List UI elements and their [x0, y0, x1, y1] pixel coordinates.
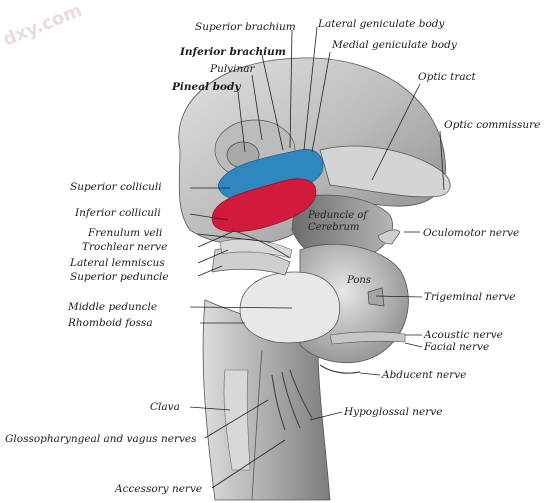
label-superior-brachium: Superior brachium — [195, 21, 296, 33]
label-pineal-body: Pineal body — [171, 81, 241, 93]
trochlear-nerve-shape — [231, 229, 291, 259]
label-lateral-geniculate-body: Lateral geniculate body — [317, 18, 445, 30]
label-glossopharyngeal-and-vagus-nerves: Glossopharyngeal and vagus nerves — [5, 433, 197, 445]
label-superior-peduncle: Superior peduncle — [70, 271, 169, 283]
label-peduncle-of-cerebrum-line2: Cerebrum — [308, 222, 359, 233]
hypoglossal-rootlets — [271, 369, 313, 431]
middle-peduncle-shape — [239, 271, 340, 344]
label-inferior-colliculi: Inferior colliculi — [74, 207, 161, 219]
acoustic-facial-nerve-shape — [329, 331, 406, 345]
label-trochlear-nerve: Trochlear nerve — [82, 241, 167, 253]
optic-tract-shape — [319, 145, 451, 198]
label-lateral-lemniscus: Lateral lemniscus — [69, 257, 165, 269]
label-optic-commissure: Optic commissure — [444, 119, 540, 131]
label-optic-tract: Optic tract — [418, 71, 477, 83]
label-pulvinar: Pulvinar — [209, 63, 255, 75]
abducent-nerve-shape — [319, 364, 361, 374]
label-accessory-nerve: Accessory nerve — [114, 483, 202, 495]
label-superior-colliculi: Superior colliculi — [70, 181, 162, 193]
label-middle-peduncle: Middle peduncle — [67, 301, 157, 313]
label-abducent-nerve: Abducent nerve — [381, 369, 466, 381]
label-facial-nerve: Facial nerve — [423, 341, 489, 353]
watermark-text: dxy.com — [0, 0, 85, 51]
label-medial-geniculate-body: Medial geniculate body — [331, 39, 458, 51]
label-oculomotor-nerve: Oculomotor nerve — [423, 227, 519, 239]
label-inferior-brachium: Inferior brachium — [179, 46, 286, 58]
label-hypoglossal-nerve: Hypoglossal nerve — [343, 406, 442, 418]
label-pons: Pons — [346, 275, 371, 286]
oculomotor-nerve-shape — [377, 229, 401, 245]
label-trigeminal-nerve: Trigeminal nerve — [424, 291, 516, 303]
label-rhomboid-fossa: Rhomboid fossa — [67, 317, 153, 329]
label-clava: Clava — [150, 401, 180, 413]
trigeminal-nerve-shape — [367, 287, 385, 307]
leader-lines — [189, 26, 445, 489]
medulla-fissure — [251, 349, 263, 501]
label-frenulum-veli: Frenulum veli — [87, 227, 162, 239]
clava-shape — [223, 369, 251, 471]
label-acoustic-nerve: Acoustic nerve — [423, 329, 503, 341]
inferior-colliculi-shape — [211, 178, 317, 232]
label-peduncle-of-cerebrum-line1: Peduncle of — [307, 210, 369, 221]
